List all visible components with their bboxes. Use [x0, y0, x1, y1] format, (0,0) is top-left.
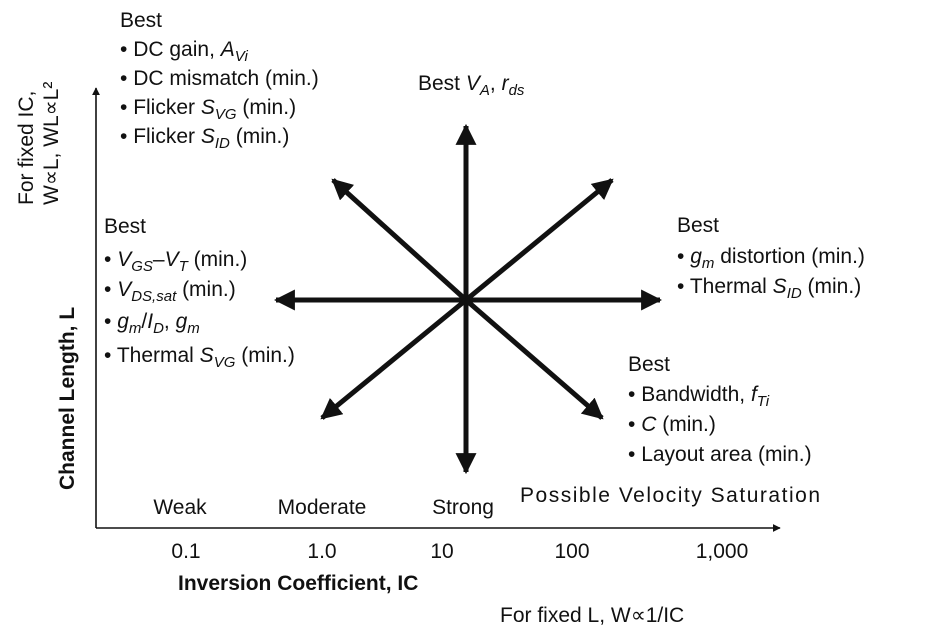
left-heading: Best: [104, 215, 146, 238]
y-axis-note-line1: For fixed IC,: [15, 91, 38, 205]
center-top-label: Best VA, rds: [418, 72, 525, 99]
x-tick-label: 100: [554, 540, 589, 563]
direction-arrows: [273, 123, 663, 475]
left-block: Best • VGS–VT (min.) • VDS,sat (min.) • …: [104, 215, 295, 371]
top-left-item: • DC mismatch (min.): [120, 67, 319, 90]
x-tick-labels: 0.1 1.0 10 100 1,000: [171, 540, 748, 563]
right-item: • gm distortion (min.): [677, 245, 865, 272]
arrow-down-left: [320, 298, 468, 420]
right-block: Best • gm distortion (min.) • Thermal SI…: [677, 214, 865, 302]
arrow-up-left: [331, 178, 468, 302]
x-axis-note: For fixed L, W∝1/IC: [500, 604, 684, 627]
x-tick-label: 1,000: [696, 540, 749, 563]
left-item: • VDS,sat (min.): [104, 278, 236, 305]
right-item: • Thermal SID (min.): [677, 275, 861, 302]
bottom-right-item: • Bandwidth, fTi: [628, 383, 770, 410]
region-label-strong: Strong: [432, 496, 494, 519]
y-axis-note-line2: W∝L, WL∝L²: [40, 82, 63, 205]
left-item: • gm/ID, gm: [104, 310, 200, 337]
bottom-right-block: Best • Bandwidth, fTi • C (min.) • Layou…: [628, 353, 812, 466]
bottom-right-heading: Best: [628, 353, 670, 376]
top-left-block: Best • DC gain, AVi • DC mismatch (min.)…: [120, 9, 319, 152]
bottom-right-item: • C (min.): [628, 413, 716, 436]
left-item: • Thermal SVG (min.): [104, 344, 295, 371]
x-tick-label: 10: [430, 540, 453, 563]
left-item: • VGS–VT (min.): [104, 248, 247, 275]
region-label-moderate: Moderate: [278, 496, 367, 519]
y-axis-label: Channel Length, L: [56, 307, 79, 490]
top-left-item: • DC gain, AVi: [120, 38, 248, 65]
top-left-item: • Flicker SVG (min.): [120, 96, 296, 123]
bottom-right-item: • Layout area (min.): [628, 443, 812, 466]
arrow-up-right: [464, 178, 614, 302]
top-left-heading: Best: [120, 9, 162, 32]
x-axis-label: Inversion Coefficient, IC: [178, 572, 418, 595]
right-heading: Best: [677, 214, 719, 237]
top-left-item: • Flicker SID (min.): [120, 125, 289, 152]
x-tick-label: 1.0: [307, 540, 336, 563]
region-labels: Weak Moderate Strong Possible Velocity S…: [153, 484, 820, 519]
region-label-velocity-saturation: Possible Velocity Saturation: [520, 484, 820, 507]
arrow-down-right: [464, 298, 604, 420]
x-tick-label: 0.1: [171, 540, 200, 563]
region-label-weak: Weak: [153, 496, 207, 519]
